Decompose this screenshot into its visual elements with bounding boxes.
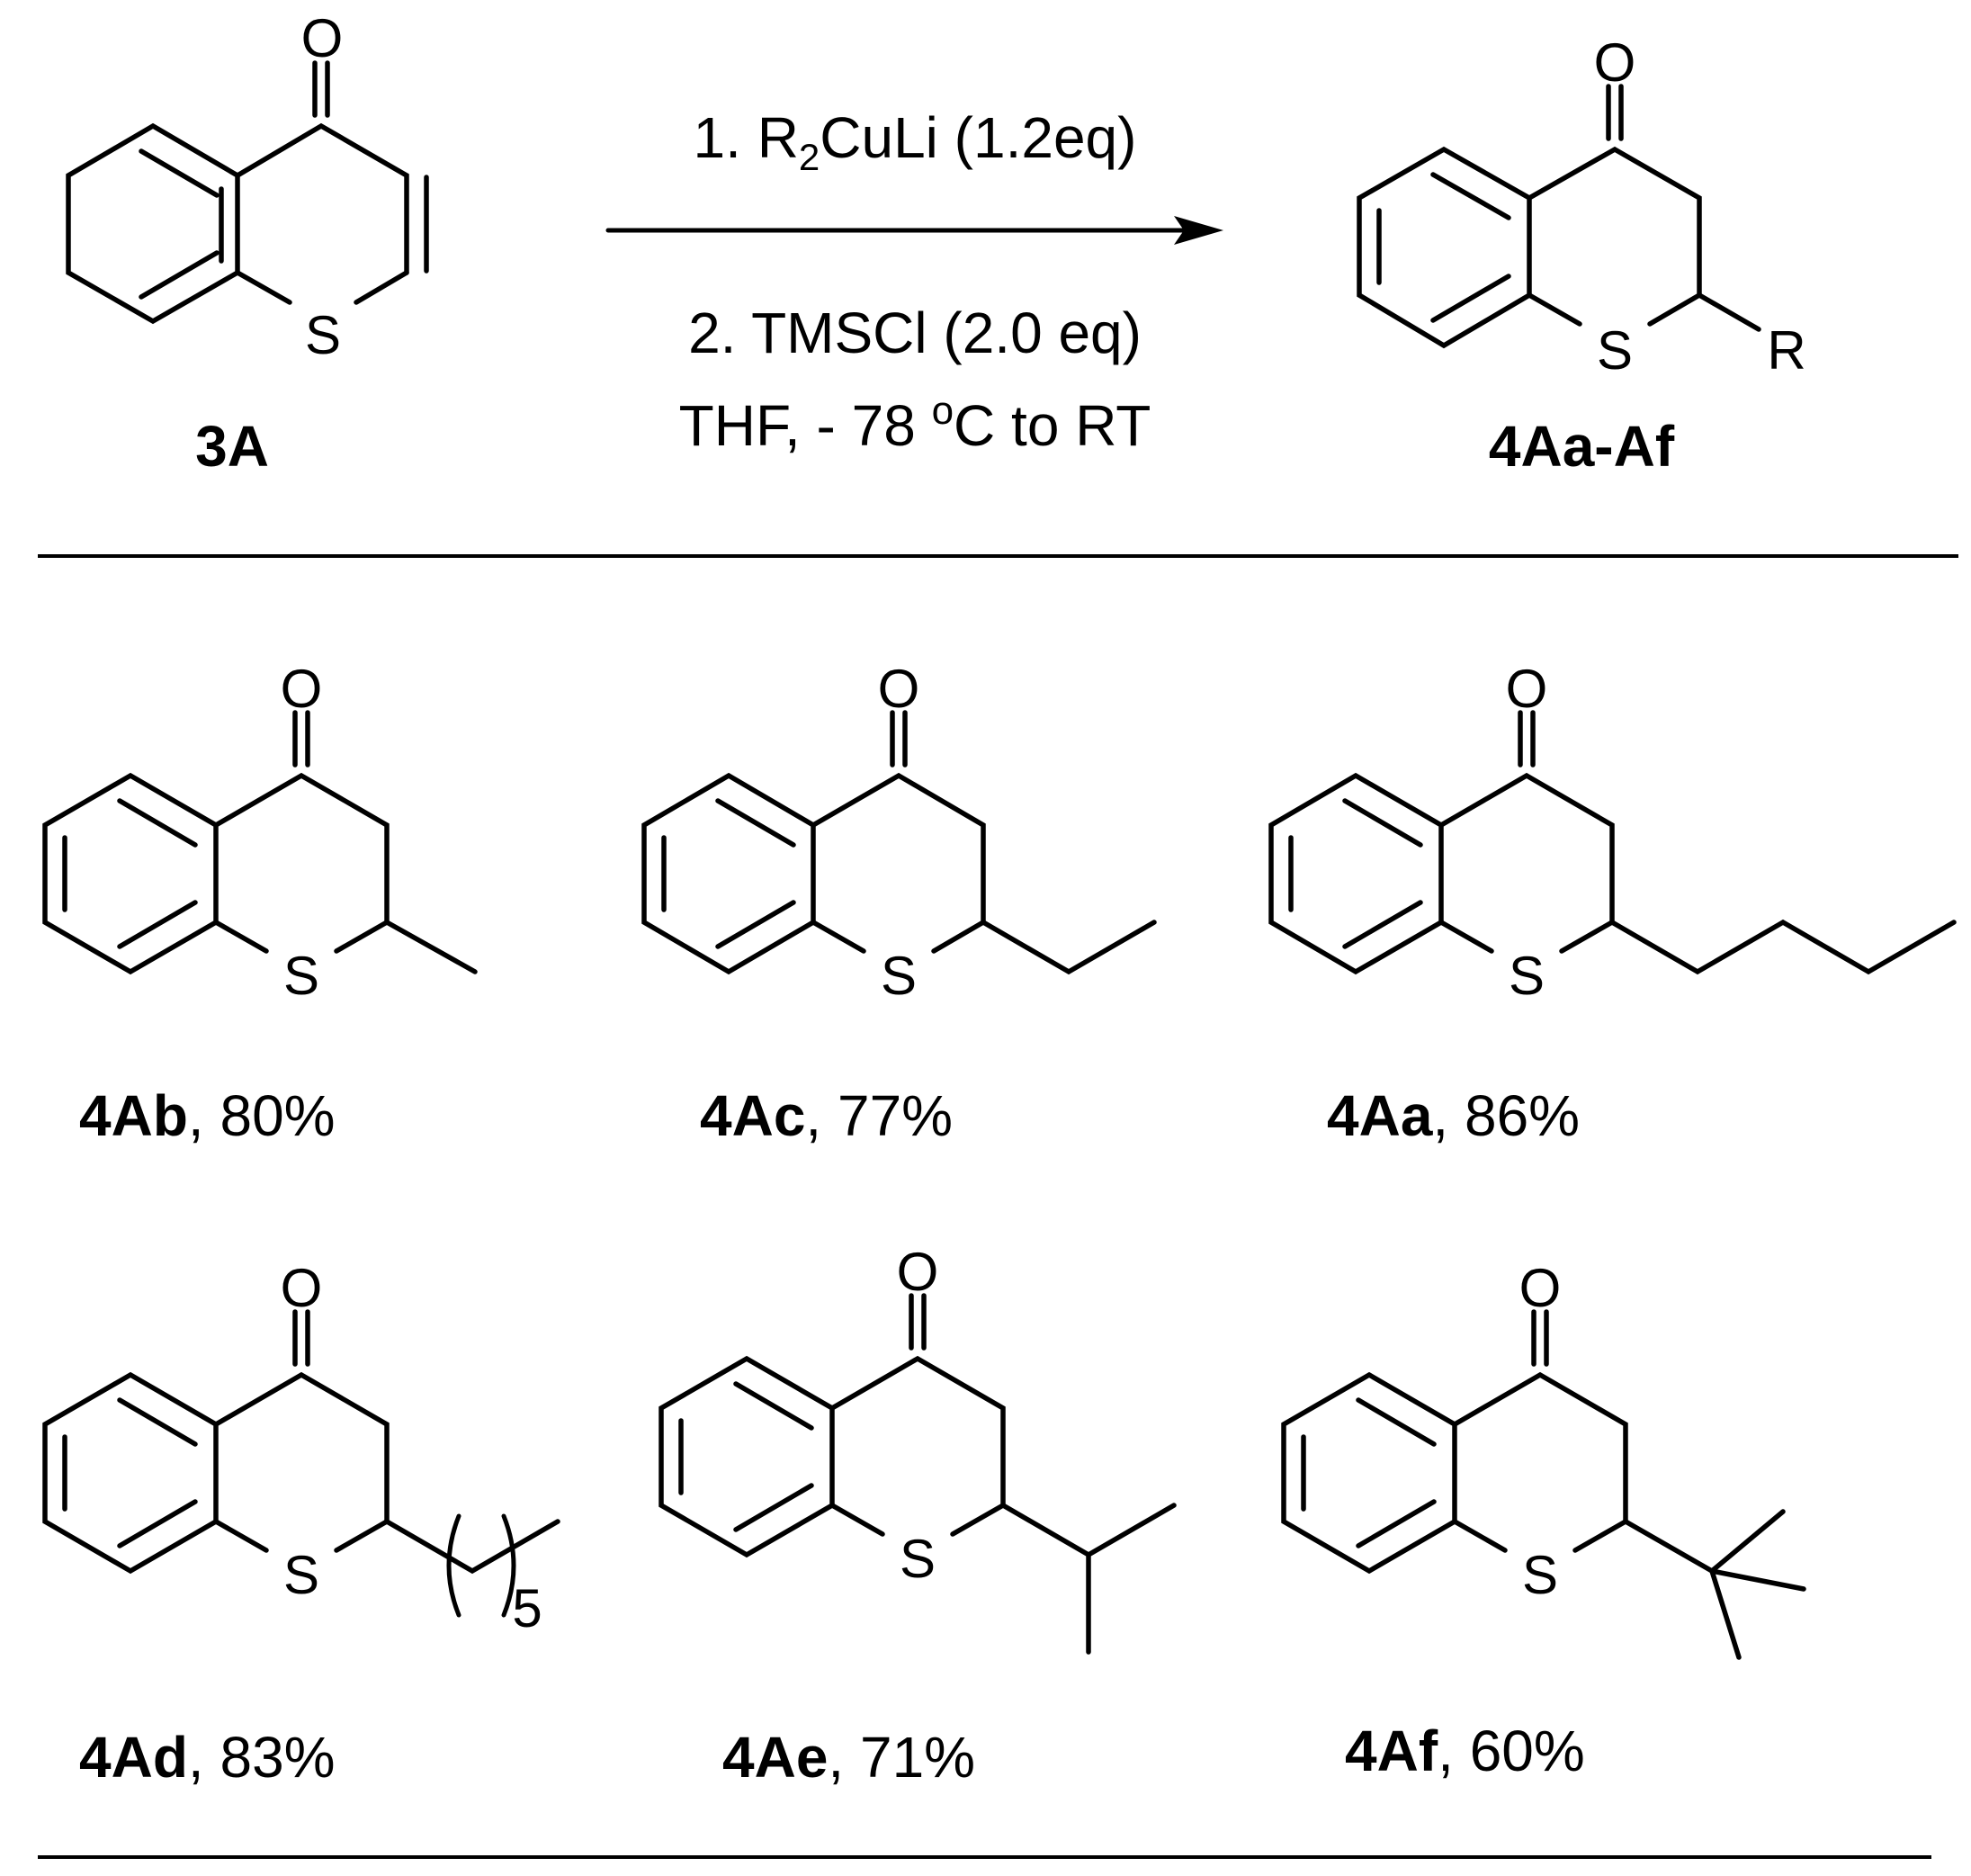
condition-step-1-subscript: 2 <box>799 136 820 178</box>
compound-4ad-caption: 4Ad, 83% <box>79 1725 336 1790</box>
compound-4ae-id: 4Ae <box>722 1725 828 1790</box>
compound-4ac-caption: 4Ac, 77% <box>700 1083 953 1148</box>
condition-step-1-suffix: CuLi (1.2eq) <box>820 105 1136 170</box>
reactant-sulfur-atom: S <box>305 305 341 365</box>
compound-4ab-oxygen-atom: O <box>281 659 323 719</box>
condition-solvent-prefix: THF, - 78 <box>679 393 932 458</box>
compound-4af-sulfur-atom: S <box>1522 1545 1558 1605</box>
compound-4ae-yield: , 71% <box>828 1725 975 1790</box>
compound-4ae-sulfur-atom: S <box>900 1529 936 1589</box>
compound-4ab-caption: 4Ab, 80% <box>79 1083 336 1148</box>
compound-4ad-structure: O S 5 <box>42 1258 560 1638</box>
compound-4ac-oxygen-atom: O <box>878 659 920 719</box>
compound-4aa-oxygen-atom: O <box>1506 659 1548 719</box>
compound-4ad-repeat-count: 5 <box>512 1578 542 1638</box>
compound-4ad-sulfur-atom: S <box>283 1545 319 1605</box>
compound-4ac-sulfur-atom: S <box>881 946 917 1006</box>
compound-4ae-structure: O S <box>658 1242 1177 1655</box>
compound-4af-yield: , 60% <box>1438 1719 1585 1783</box>
compound-4ae-caption: 4Ae, 71% <box>722 1725 975 1790</box>
product-general-structure: O S R <box>1357 32 1806 381</box>
product-r-group: R <box>1767 320 1805 381</box>
compound-4aa-caption: 4Aa, 86% <box>1327 1083 1580 1148</box>
compound-4ae-oxygen-atom: O <box>897 1242 939 1302</box>
compound-4af-id: 4Af <box>1345 1719 1438 1783</box>
compound-4ab-structure: O S <box>42 659 478 1006</box>
compound-4af-structure: O S <box>1281 1258 1806 1660</box>
reaction-arrow <box>605 216 1223 245</box>
compound-4ab-id: 4Ab <box>79 1083 188 1148</box>
condition-step-1-prefix: 1. R <box>694 105 799 170</box>
compound-4aa-yield: , 86% <box>1432 1083 1580 1148</box>
condition-step-2: 2. TMSCl (2.0 eq) <box>688 301 1142 365</box>
condition-solvent-suffix: C to RT <box>954 393 1151 458</box>
compound-4ad-yield: , 83% <box>188 1725 336 1790</box>
product-oxygen-atom: O <box>1594 32 1636 93</box>
reactant-oxygen-atom: O <box>301 8 344 68</box>
condition-degree-superscript: o <box>932 389 954 433</box>
compound-4ac-structure: O S <box>641 659 1157 1006</box>
compound-4ac-id: 4Ac <box>700 1083 805 1148</box>
compound-4af-oxygen-atom: O <box>1519 1258 1562 1318</box>
reactant-3a-structure: O S <box>66 8 429 365</box>
compound-4aa-sulfur-atom: S <box>1509 946 1545 1006</box>
compound-4aa-id: 4Aa <box>1327 1083 1433 1148</box>
reactant-label: 3A <box>195 414 269 479</box>
product-label: 4Aa-Af <box>1489 414 1675 479</box>
condition-step-1: 1. R2CuLi (1.2eq) <box>694 105 1137 178</box>
compound-4aa-structure: O S <box>1268 659 1957 1006</box>
compound-4ac-yield: , 77% <box>805 1083 953 1148</box>
compound-4ad-id: 4Ad <box>79 1725 188 1790</box>
compound-4ad-oxygen-atom: O <box>281 1258 323 1318</box>
product-sulfur-atom: S <box>1597 320 1633 381</box>
compound-4ab-sulfur-atom: S <box>283 946 319 1006</box>
compound-4ab-yield: , 80% <box>188 1083 336 1148</box>
compound-4af-caption: 4Af, 60% <box>1345 1719 1585 1783</box>
condition-solvent-temperature: THF, - 78 oC to RT <box>679 389 1151 458</box>
